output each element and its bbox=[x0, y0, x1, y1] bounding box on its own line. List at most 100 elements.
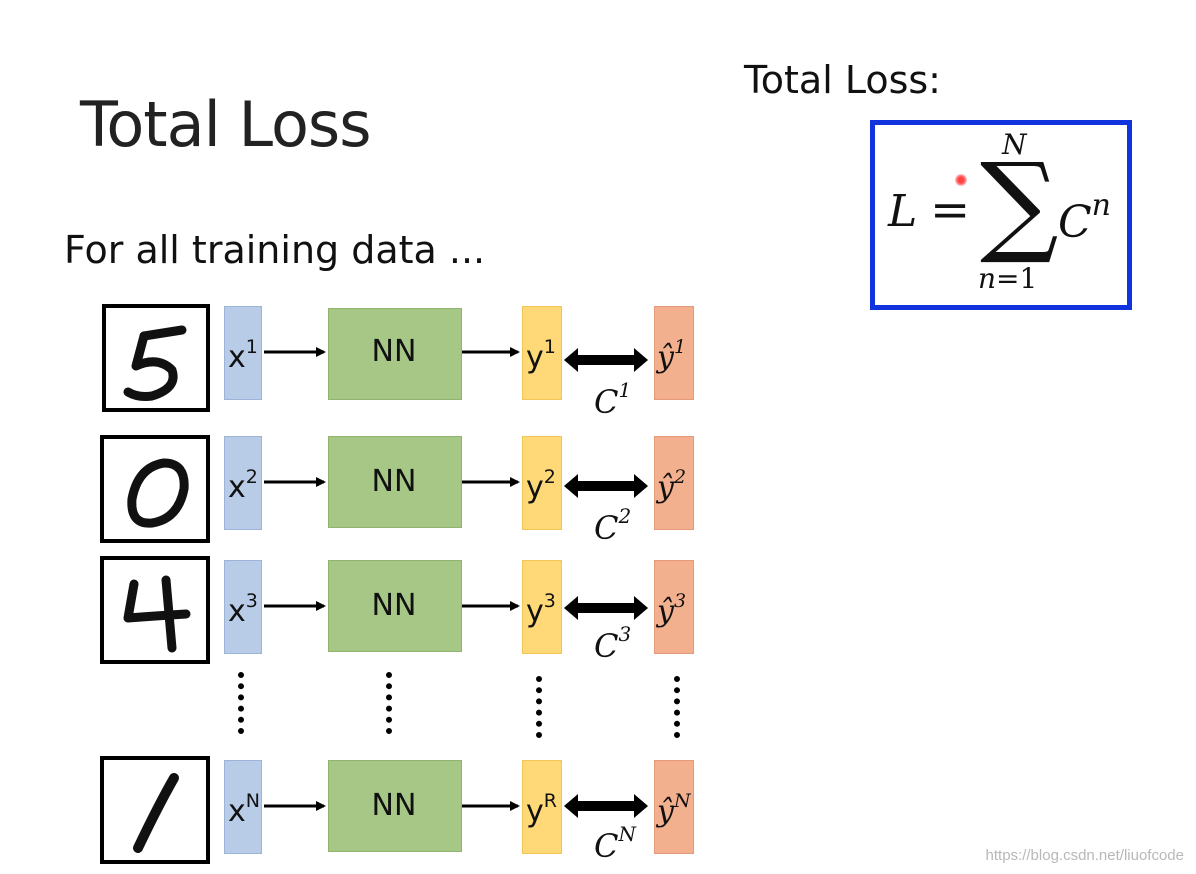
output-var: y bbox=[526, 594, 544, 629]
target-box bbox=[654, 760, 694, 854]
target-label: ŷ3 bbox=[657, 590, 686, 629]
target-var: ŷ bbox=[657, 594, 674, 629]
output-label: y1 bbox=[526, 336, 556, 375]
output-label: y2 bbox=[526, 466, 556, 505]
cost-label: C3 bbox=[594, 622, 631, 665]
double-arrow-icon bbox=[564, 474, 648, 498]
target-index: 2 bbox=[673, 466, 687, 488]
target-index: 3 bbox=[673, 590, 687, 612]
input-box bbox=[224, 760, 262, 854]
target-var: ŷ bbox=[657, 794, 674, 829]
cost-index: 1 bbox=[618, 378, 632, 402]
digit-zero-icon bbox=[127, 458, 189, 528]
nn-label: NN bbox=[371, 334, 417, 369]
slide-title: Total Loss bbox=[80, 88, 371, 161]
digit-image bbox=[100, 556, 210, 664]
output-index: 1 bbox=[543, 336, 556, 358]
input-box bbox=[224, 560, 262, 654]
input-index: 3 bbox=[245, 590, 258, 612]
double-arrow-icon bbox=[564, 794, 648, 818]
cost-index: 2 bbox=[618, 504, 632, 528]
input-var: x bbox=[228, 470, 246, 505]
cost-index: N bbox=[618, 822, 636, 846]
input-index: 2 bbox=[245, 466, 258, 488]
formula-equals: = bbox=[930, 182, 971, 238]
output-box bbox=[522, 306, 562, 400]
cost-index: 3 bbox=[618, 622, 632, 646]
sum-lower-rest: =1 bbox=[996, 262, 1038, 295]
target-label: ŷ1 bbox=[657, 336, 686, 375]
formula-term-base: C bbox=[1058, 197, 1092, 248]
double-arrow-icon bbox=[564, 596, 648, 620]
output-index: 3 bbox=[543, 590, 556, 612]
ellipsis-dots bbox=[536, 676, 548, 738]
summation-icon: ∑ bbox=[980, 139, 1059, 267]
sum-lower-limit: n=1 bbox=[978, 262, 1037, 295]
cost-label: C2 bbox=[594, 504, 631, 547]
digit-one-icon bbox=[133, 773, 179, 853]
target-box bbox=[654, 436, 694, 530]
target-index: N bbox=[673, 790, 691, 812]
pointer-dot-icon bbox=[955, 174, 967, 186]
input-box bbox=[224, 436, 262, 530]
output-var: y bbox=[526, 340, 544, 375]
digit-image bbox=[100, 435, 210, 543]
ellipsis-dots bbox=[674, 676, 686, 738]
output-var: y bbox=[526, 794, 544, 829]
target-label: ŷN bbox=[657, 790, 691, 829]
output-label: yR bbox=[526, 790, 557, 829]
target-box bbox=[654, 560, 694, 654]
input-var: x bbox=[228, 340, 246, 375]
target-index: 1 bbox=[673, 336, 687, 358]
output-box bbox=[522, 760, 562, 854]
input-label: x2 bbox=[228, 466, 258, 505]
cost-label: C1 bbox=[594, 378, 631, 421]
formula-term: Cn bbox=[1058, 188, 1111, 248]
input-var: x bbox=[228, 594, 246, 629]
input-box bbox=[224, 306, 262, 400]
target-var: ŷ bbox=[657, 470, 674, 505]
input-label: x3 bbox=[228, 590, 258, 629]
nn-label: NN bbox=[371, 788, 417, 823]
target-label: ŷ2 bbox=[657, 466, 686, 505]
sum-upper-limit: N bbox=[1002, 128, 1027, 161]
subtitle: For all training data ... bbox=[64, 228, 486, 272]
cost-var: C bbox=[594, 627, 619, 665]
double-arrow-icon bbox=[564, 348, 648, 372]
output-index: 2 bbox=[543, 466, 556, 488]
digit-image bbox=[100, 756, 210, 864]
formula-term-sup: n bbox=[1091, 188, 1111, 223]
input-var: x bbox=[228, 794, 246, 829]
cost-var: C bbox=[594, 827, 619, 865]
input-label: x1 bbox=[228, 336, 258, 375]
nn-label: NN bbox=[371, 464, 417, 499]
output-box bbox=[522, 436, 562, 530]
input-label: xN bbox=[228, 790, 260, 829]
input-index: N bbox=[245, 790, 260, 812]
digit-four-icon bbox=[123, 575, 191, 653]
watermark: https://blog.csdn.net/liuofcode bbox=[985, 847, 1184, 864]
output-index: R bbox=[543, 790, 557, 812]
nn-label: NN bbox=[371, 588, 417, 623]
output-var: y bbox=[526, 470, 544, 505]
input-index: 1 bbox=[245, 336, 258, 358]
cost-var: C bbox=[594, 509, 619, 547]
output-label: y3 bbox=[526, 590, 556, 629]
ellipsis-dots bbox=[238, 672, 250, 734]
formula-lhs: L bbox=[888, 186, 918, 237]
ellipsis-dots bbox=[386, 672, 398, 734]
total-loss-label: Total Loss: bbox=[744, 58, 941, 102]
cost-var: C bbox=[594, 383, 619, 421]
nn-box bbox=[328, 560, 462, 652]
target-var: ŷ bbox=[657, 340, 674, 375]
nn-box bbox=[328, 308, 462, 400]
digit-image bbox=[102, 304, 210, 412]
nn-box bbox=[328, 760, 462, 852]
sum-lower-var: n bbox=[978, 262, 997, 295]
formula-box bbox=[870, 120, 1132, 310]
nn-box bbox=[328, 436, 462, 528]
digit-five-icon bbox=[123, 325, 187, 401]
cost-label: CN bbox=[594, 822, 636, 865]
target-box bbox=[654, 306, 694, 400]
